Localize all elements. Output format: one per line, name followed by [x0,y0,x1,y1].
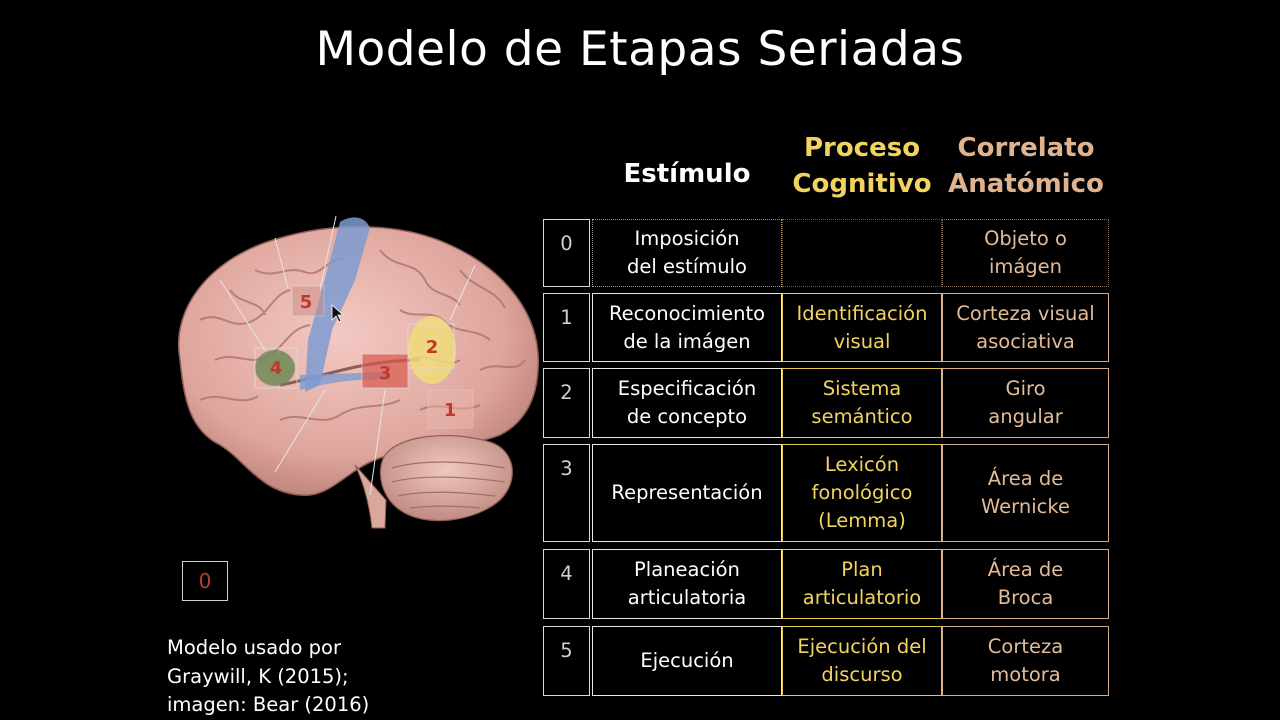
header-proceso-line1: Proceso [803,133,921,163]
stimulus-cell-4: Planeación articulatoria [592,549,782,619]
correlate-cell-text: Corteza motora [988,633,1063,689]
cell-line: imágen [988,255,1063,278]
stage-number-5: 5 [543,626,590,696]
brain-label-3: 3 [379,363,392,384]
cell-line: (Lemma) [818,509,906,532]
cell-line: Wernicke [981,495,1070,518]
cell-line: Corteza [987,635,1064,658]
stage-number-4: 4 [543,549,590,619]
header-correlato-anatomico: Correlato Anatómico [942,130,1110,202]
caption-line: Graywill, K (2015); [167,664,349,688]
process-cell-text: Plan articulatorio [803,556,921,612]
brain-label-1: 1 [444,400,457,421]
cell-line: Planeación [634,558,740,581]
correlate-cell-3: Área de Wernicke [942,444,1109,542]
stimulus-cell-text: Ejecución [640,647,733,675]
stimulus-cell-text: Imposición del estímulo [627,225,747,281]
cell-line: semántico [811,405,913,428]
correlate-cell-2: Giro angular [942,368,1109,438]
correlate-cell-text: Área de Wernicke [981,465,1070,521]
correlate-cell-1: Corteza visual asociativa [942,293,1109,362]
stimulus-cell-0: Imposición del estímulo [592,219,782,287]
cell-line: asociativa [976,329,1075,353]
stage-number-0: 0 [543,219,590,287]
leader-lines [219,215,476,496]
stimulus-cell-text: Planeación articulatoria [628,556,746,612]
stimulus-cell-text: Representación [611,479,762,507]
stimulus-cell-text: Reconocimiento de la imágen [609,300,765,356]
header-correlato-line1: Correlato [957,133,1095,163]
cell-line: motora [990,663,1061,686]
cell-line: Ejecución del [797,635,927,658]
header-estimulo: Estímulo [623,159,751,189]
header-correlato-line2: Anatómico [948,169,1104,199]
cell-line: Objeto o [984,227,1067,250]
cell-line: Especificación [617,377,757,400]
brain-label-2: 2 [426,337,439,358]
cell-line: Representación [611,481,763,504]
process-cell-text: Sistema semántico [811,375,912,431]
stimulus-cell-2: Especificación de concepto [592,368,782,438]
cell-line: Sistema [822,377,902,400]
process-cell-text: Ejecución del discurso [797,633,926,689]
stimulus-cell-5: Ejecución [592,626,782,696]
process-cell-4: Plan articulatorio [782,549,942,619]
cell-line: visual [833,329,891,353]
caption-line: Modelo usado por [167,636,341,659]
cell-line: del estímulo [627,255,747,278]
stimulus-cell-1: Reconocimiento de la imágen [592,293,782,362]
correlate-cell-text: Objeto o imágen [984,225,1067,281]
process-cell-3: Lexicón fonológico (Lemma) [782,444,942,542]
correlate-cell-4: Área de Broca [942,549,1109,619]
stage-zero-box: 0 [182,561,228,601]
cell-line: Identificación [796,301,928,325]
cell-line: Corteza visual [956,301,1095,325]
correlate-cell-text: Corteza visual asociativa [956,300,1094,356]
cerebellum [379,434,513,522]
process-cell-text: Lexicón fonológico (Lemma) [812,451,913,535]
stimulus-cell-text: Especificación de concepto [618,375,756,431]
stage-number-1: 1 [543,293,590,362]
stage-number-2: 2 [543,368,590,438]
cell-line: Lexicón [824,453,900,476]
citation-caption: Modelo usado por Graywill, K (2015); ima… [167,634,407,720]
cell-line: Área de [987,467,1064,490]
stage-number-3: 3 [543,444,590,542]
cell-line: Ejecución [640,649,734,672]
cell-line: Reconocimiento [608,301,766,325]
process-cell-0 [782,219,942,287]
cell-line: discurso [821,663,903,686]
correlate-cell-text: Giro angular [988,375,1062,431]
brain-label-4: 4 [270,358,283,379]
slide-title: Modelo de Etapas Seriadas [315,22,965,77]
process-cell-5: Ejecución del discurso [782,626,942,696]
motor-cortex-region [305,217,370,392]
cell-line: Área de [987,558,1064,581]
cell-line: de la imágen [623,329,751,353]
correlate-cell-5: Corteza motora [942,626,1109,696]
header-proceso-line2: Cognitivo [792,169,932,199]
cell-line: angular [988,405,1063,428]
cell-line: articulatorio [802,586,922,609]
correlate-cell-text: Área de Broca [988,556,1063,612]
caption-line: imagen: Bear (2016) [167,693,370,716]
brain-illustration: 5 2 3 4 1 [177,215,539,529]
mouse-cursor-icon [331,304,345,323]
process-cell-1: Identificación visual [782,293,942,362]
cell-line: de concepto [626,405,748,428]
process-cell-text: Identificación visual [797,300,928,356]
process-cell-2: Sistema semántico [782,368,942,438]
stimulus-cell-3: Representación [592,444,782,542]
cell-line: Plan [841,558,883,581]
cell-line: Imposición [634,227,740,250]
cell-line: Broca [997,586,1054,609]
header-proceso-cognitivo: Proceso Cognitivo [782,130,942,202]
brain-label-5: 5 [300,292,313,313]
cell-line: Giro [1005,377,1046,400]
cell-line: articulatoria [627,586,747,609]
cell-line: fonológico [811,481,913,504]
correlate-cell-0: Objeto o imágen [942,219,1109,287]
